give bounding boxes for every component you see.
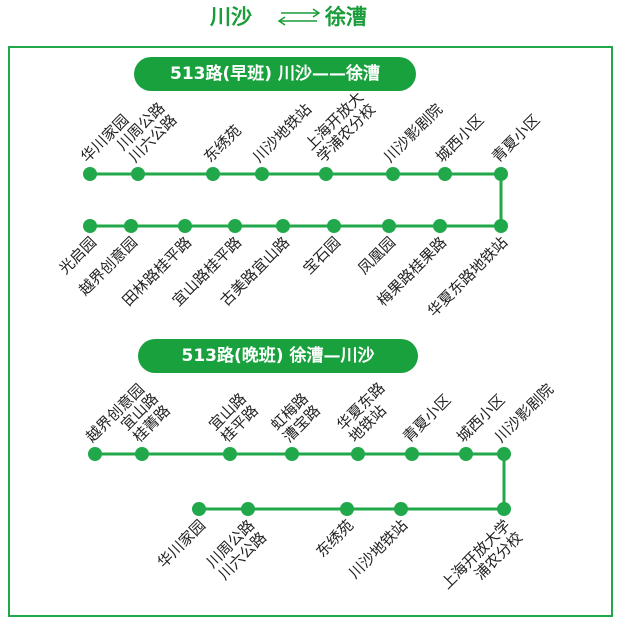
morning-upper-stop-label-7-line-0: 青夏小区 [488,111,543,166]
morning-lower-stop-dot-4 [276,219,290,233]
morning-upper-stop-dot-3 [255,167,269,181]
morning-upper-stop-dot-1 [131,167,145,181]
banner-evening-route: 513路(晚班) 徐漕—川沙 [138,339,418,373]
route-map-frame [8,46,613,617]
evening-upper-stop-dot-1 [135,447,149,461]
evening-lower-stop-label-2-line-0: 东绣苑 [312,516,357,561]
banner-morning-route: 513路(早班) 川沙——徐漕 [134,57,416,91]
evening-lower-stop-dot-2 [340,502,354,516]
evening-upper-stop-label-5-line-0: 青夏小区 [399,391,454,446]
evening-lower-stop-dot-0 [192,502,206,516]
morning-lower-stop-dot-2 [178,219,192,233]
morning-lower-stop-dot-3 [228,219,242,233]
evening-lower-stop-label-0-line-0: 华川家园 [154,516,209,571]
morning-lower-stop-label-6-line-0: 凤凰园 [354,233,399,278]
evening-upper-stop-dot-2 [223,447,237,461]
morning-lower-stop-dot-0 [83,219,97,233]
evening-upper-stop-dot-5 [405,447,419,461]
morning-upper-stop-dot-0 [83,167,97,181]
morning-upper-stop-label-6-line-0: 城西小区 [432,111,487,166]
morning-lower-stop-dot-7 [433,219,447,233]
title-origin: 川沙 [210,5,252,29]
morning-lower-stop-dot-1 [124,219,138,233]
evening-lower-stop-dot-1 [241,502,255,516]
morning-upper-stop-label-2-line-0: 东绣苑 [200,121,245,166]
morning-lower-stop-label-5-line-0: 宝石园 [299,233,344,278]
evening-lower-stop-dot-4 [497,502,511,516]
title-destination: 徐漕 [325,5,367,29]
evening-upper-stop-dot-7 [497,447,511,461]
morning-upper-stop-label-3-line-0: 川沙地铁站 [249,100,315,166]
evening-upper-stop-dot-0 [88,447,102,461]
morning-lower-stop-dot-8 [494,219,508,233]
morning-upper-stop-dot-2 [206,167,220,181]
page-title: 川沙 徐漕 [0,2,617,34]
morning-upper-stop-dot-5 [386,167,400,181]
evening-upper-stop-dot-4 [351,447,365,461]
morning-lower-stop-dot-6 [382,219,396,233]
morning-upper-stop-dot-6 [438,167,452,181]
evening-upper-stop-dot-3 [285,447,299,461]
morning-upper-stop-dot-7 [494,167,508,181]
double-arrow-icon [277,8,321,26]
evening-upper-stop-label-7-line-0: 川沙影剧院 [491,380,557,446]
morning-lower-stop-dot-5 [327,219,341,233]
morning-upper-stop-dot-4 [319,167,333,181]
evening-lower-stop-dot-3 [394,502,408,516]
evening-lower-stop-label-3-line-0: 川沙地铁站 [345,516,411,582]
evening-upper-stop-dot-6 [459,447,473,461]
